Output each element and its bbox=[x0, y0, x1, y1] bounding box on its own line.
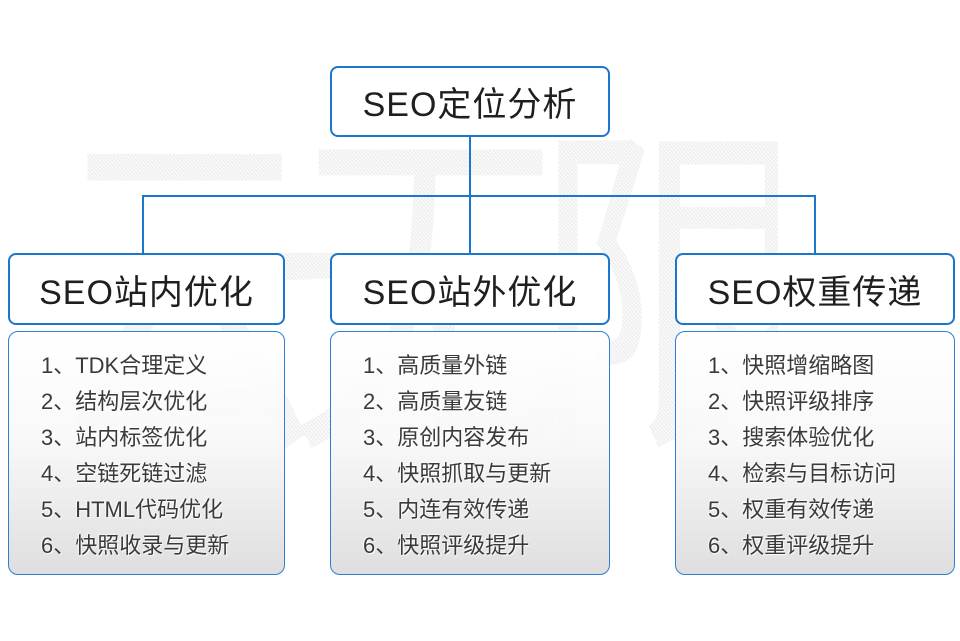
column-onsite-header: SEO站内优化 bbox=[8, 253, 285, 325]
column-offsite-list: 1、高质量外链 2、高质量友链 3、原创内容发布 4、快照抓取与更新 5、内连有… bbox=[330, 331, 610, 575]
column-weight-title: SEO权重传递 bbox=[707, 273, 923, 312]
column-onsite-title: SEO站内优化 bbox=[39, 273, 254, 312]
list-item: 6、快照评级提升 bbox=[363, 533, 530, 558]
connector-root-down bbox=[469, 137, 471, 196]
list-item: 1、TDK合理定义 bbox=[41, 353, 208, 378]
column-offsite-title: SEO站外优化 bbox=[362, 273, 578, 312]
connector-horizontal bbox=[142, 195, 816, 197]
connector-middle-stub bbox=[469, 195, 471, 253]
list-item: 6、快照收录与更新 bbox=[41, 533, 230, 558]
column-weight-list: 1、快照增缩略图 2、快照评级排序 3、搜索体验优化 4、检索与目标访问 5、权… bbox=[675, 331, 955, 575]
list-item: 6、权重评级提升 bbox=[708, 533, 875, 558]
list-item: 4、检索与目标访问 bbox=[708, 461, 897, 486]
list-item: 3、原创内容发布 bbox=[363, 425, 530, 450]
list-item: 1、高质量外链 bbox=[363, 353, 508, 378]
list-item: 5、权重有效传递 bbox=[708, 497, 875, 522]
list-item: 2、结构层次优化 bbox=[41, 389, 208, 414]
list-item: 2、快照评级排序 bbox=[708, 389, 875, 414]
connector-right-stub bbox=[814, 195, 816, 253]
root-node-title: SEO定位分析 bbox=[362, 86, 578, 124]
connector-left-stub bbox=[142, 195, 144, 253]
column-offsite-header: SEO站外优化 bbox=[330, 253, 610, 325]
list-item: 4、快照抓取与更新 bbox=[363, 461, 552, 486]
list-item: 1、快照增缩略图 bbox=[708, 353, 875, 378]
list-item: 2、高质量友链 bbox=[363, 389, 508, 414]
list-item: 3、站内标签优化 bbox=[41, 425, 208, 450]
column-weight-header: SEO权重传递 bbox=[675, 253, 955, 325]
column-onsite-list: 1、TDK合理定义 2、结构层次优化 3、站内标签优化 4、空链死链过滤 5、H… bbox=[8, 331, 285, 575]
list-item: 4、空链死链过滤 bbox=[41, 461, 208, 486]
list-item: 5、HTML代码优化 bbox=[41, 497, 224, 522]
root-node: SEO定位分析 bbox=[330, 66, 610, 137]
list-item: 3、搜索体验优化 bbox=[708, 425, 875, 450]
list-item: 5、内连有效传递 bbox=[363, 497, 530, 522]
